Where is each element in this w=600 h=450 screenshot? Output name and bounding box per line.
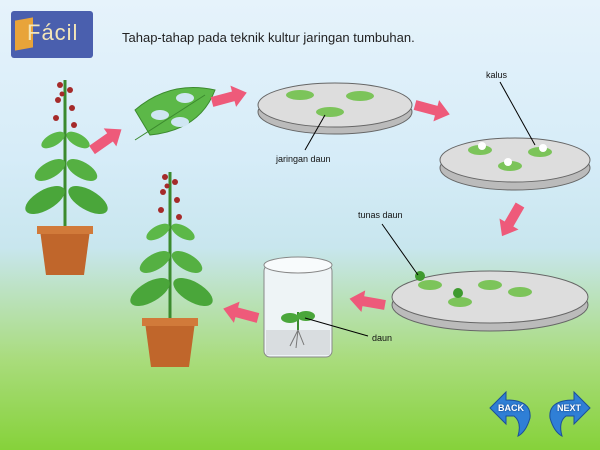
petri-dish-2: [439, 81, 591, 191]
label-kalus: kalus: [486, 70, 508, 80]
mother-plant: [19, 78, 114, 277]
label-jaringan-daun: jaringan daun: [276, 154, 331, 164]
leaf-cut: [134, 87, 216, 141]
next-arrow-icon: [549, 390, 591, 437]
arrow-2: [209, 82, 250, 113]
culture-jar: [263, 256, 369, 358]
back-button[interactable]: BACK: [488, 388, 534, 438]
grown-plant: [124, 170, 219, 369]
petri-dish-3: [381, 223, 589, 332]
arrow-1: [85, 120, 128, 160]
arrow-4: [492, 199, 530, 242]
arrow-6: [220, 298, 261, 329]
logo-text: Fácil: [27, 20, 79, 45]
label-daun: daun: [372, 333, 393, 343]
next-button[interactable]: NEXT: [546, 388, 592, 438]
label-tunas-daun: tunas daun: [358, 210, 403, 220]
arrow-3: [412, 94, 453, 125]
back-label: BACK: [498, 403, 524, 413]
petri-dish-1: [257, 82, 413, 151]
arrow-5: [347, 287, 387, 316]
page-title: Tahap-tahap pada teknik kultur jaringan …: [122, 30, 415, 45]
next-label: NEXT: [556, 403, 581, 413]
facil-logo: Fácil: [11, 11, 93, 58]
back-arrow-icon: [489, 390, 531, 437]
